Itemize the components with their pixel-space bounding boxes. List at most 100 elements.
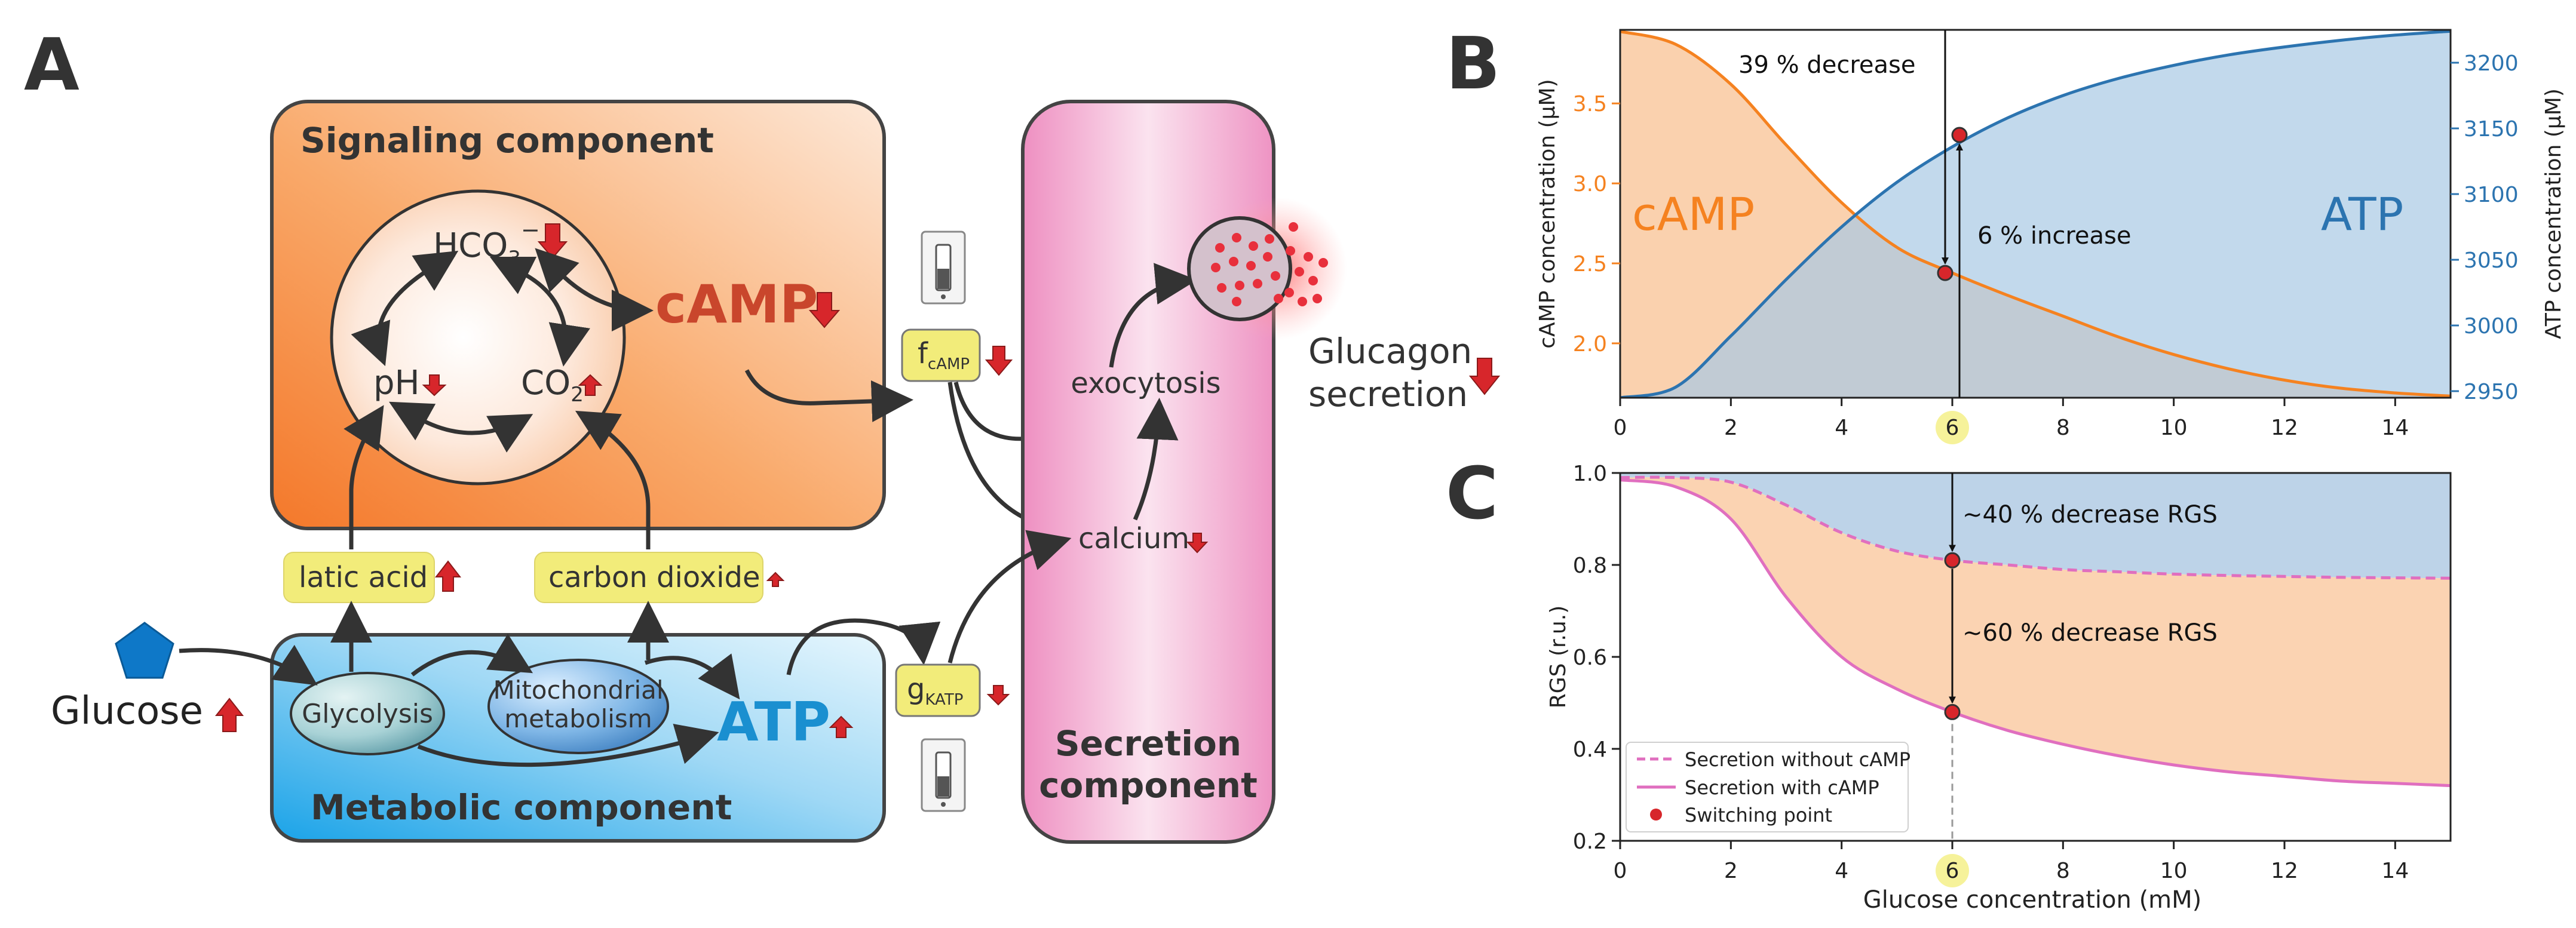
- switching-point-without: [1944, 552, 1961, 569]
- vesicle-granule: [1232, 297, 1241, 306]
- co2-label: CO2: [521, 364, 603, 407]
- vesicle-granule: [1253, 279, 1262, 288]
- legend-with-label: Secretion with cAMP: [1685, 776, 1879, 799]
- with-camp-line: [1620, 478, 2451, 788]
- panel-b-frame: [1619, 29, 2452, 399]
- down-arrow-icon: [1468, 358, 1501, 395]
- arrow-camp-fcamp: [744, 369, 913, 422]
- arrow-calcium-exocytosis: [1133, 398, 1179, 521]
- panel-c-xlabel: Glucose concentration (mM): [1863, 886, 2202, 914]
- svg-text:ATP: ATP: [717, 691, 830, 754]
- svg-text:Glucose: Glucose: [51, 689, 203, 733]
- gap-area-top: [1620, 473, 2451, 579]
- svg-text:HCO3: HCO3: [433, 226, 521, 271]
- camp-label: cAMP: [655, 274, 841, 335]
- latic-acid-box: latic acid: [283, 552, 462, 603]
- y-left-tick-label: 2.5: [1573, 252, 1607, 276]
- vesicle-granule: [1289, 222, 1298, 232]
- vesicle-granule: [1295, 267, 1304, 276]
- x-tick-highlight: [1936, 411, 1969, 444]
- atp-switching-point: [1951, 127, 1968, 143]
- cycle-arrow-ph-co2: [389, 401, 533, 453]
- x-tick-label: 4: [1835, 416, 1848, 440]
- legend-switch-dot: [1650, 809, 1662, 821]
- signaling-component-title: Signaling component: [300, 120, 714, 161]
- svg-text:pH: pH: [373, 364, 420, 402]
- ph-label: pH: [373, 364, 447, 402]
- arrow-latic-ph: [344, 405, 384, 549]
- legend-switch-label: Switching point: [1685, 804, 1832, 826]
- y-right-tick-label: 3100: [2464, 183, 2519, 207]
- glycolysis-label: Glycolysis: [302, 699, 433, 729]
- vesicle-granule: [1274, 294, 1283, 303]
- x-tick-label: 10: [2160, 859, 2188, 883]
- panel-c-legend: Secretion without cAMP Secretion with cA…: [1626, 742, 1910, 832]
- glucose-label: Glucose: [51, 689, 244, 733]
- panel-c-ylabel: RGS (r.u.): [1546, 606, 1571, 709]
- vesicle-granule: [1215, 243, 1225, 253]
- mito-label-line1: Mitochondrial: [493, 675, 663, 705]
- vesicle-granules: [1211, 222, 1328, 306]
- x-tick-label: 8: [2056, 859, 2070, 883]
- up-arrow-icon: [766, 571, 785, 587]
- x-tick-label: 10: [2160, 416, 2188, 440]
- svg-text:latic acid: latic acid: [299, 561, 428, 594]
- mito-label-line2: metabolism: [504, 704, 652, 733]
- atp-label: ATP: [717, 691, 854, 754]
- vesicle-granule: [1265, 234, 1274, 244]
- panel-b-camp-label: cAMP: [1632, 188, 1755, 241]
- without-camp-line: [1620, 475, 2451, 580]
- y-tick-label: 0.4: [1573, 738, 1607, 762]
- secretion-title-line1: Secretion: [1055, 723, 1241, 764]
- x-tick-label: 14: [2381, 859, 2409, 883]
- vesicle-granule: [1304, 252, 1313, 262]
- vesicle-icon: [1187, 216, 1292, 321]
- panel-b-ylabel-right: ATP concentration (μM): [2541, 88, 2566, 339]
- arrow-mito-atp: [644, 653, 740, 700]
- vesicle-granule: [1284, 288, 1294, 297]
- y-tick-label: 0.8: [1573, 554, 1607, 578]
- x-tick-label: 4: [1835, 859, 1848, 883]
- up-arrow-icon: [434, 560, 462, 592]
- panel-a: A Signaling component HCO3 − pH CO2 cAMP: [24, 24, 1501, 844]
- vesicle-granule: [1298, 297, 1307, 306]
- svg-text:−: −: [521, 217, 540, 243]
- svg-text:gKATP: gKATP: [907, 672, 963, 709]
- vesicle-granule: [1249, 241, 1258, 251]
- legend-without-label: Secretion without cAMP: [1685, 748, 1910, 771]
- arrow-hco3-camp: [535, 248, 654, 331]
- y-right-tick-label: 3000: [2464, 314, 2519, 339]
- gkatp-box: gKATP: [895, 663, 1010, 717]
- panel-a-letter: A: [24, 24, 79, 107]
- gap-area-between: [1620, 477, 2451, 786]
- switching-point-with: [1944, 703, 1961, 720]
- x-tick-label: 0: [1614, 416, 1627, 440]
- up-arrow-icon: [578, 374, 603, 396]
- panel-b-ylabel-left: cAMP concentration (μM): [1535, 79, 1560, 348]
- metabolic-component-title: Metabolic component: [311, 787, 732, 828]
- gkatp-switch-icon: [921, 738, 966, 812]
- carbon-dioxide-box: carbon dioxide: [534, 552, 785, 603]
- secretion-title-line2: component: [1039, 765, 1258, 806]
- panel-c-letter: C: [1446, 453, 1498, 536]
- vesicle-granule: [1286, 246, 1295, 256]
- glucose-pentagon-icon: [115, 622, 174, 679]
- glycolysis-node: [290, 672, 445, 755]
- panel-b-increase-annotation: 6 % increase: [1977, 222, 2131, 250]
- x-tick-label: 2: [1724, 859, 1738, 883]
- exocytosis-label: exocytosis: [1071, 367, 1220, 400]
- arrow-glycolysis-atp: [417, 723, 719, 767]
- y-right-tick-label: 3150: [2464, 117, 2519, 142]
- y-left-tick-label: 3.0: [1573, 172, 1607, 196]
- vesicle-granule: [1217, 283, 1226, 293]
- x-tick-label: 12: [2271, 859, 2298, 883]
- x-tick-label: 6: [1946, 416, 1959, 440]
- svg-text:secretion: secretion: [1308, 374, 1468, 414]
- vesicle-granule: [1308, 276, 1318, 285]
- svg-text:calcium: calcium: [1078, 522, 1189, 555]
- down-arrow-icon: [985, 346, 1013, 376]
- vesicle-granule: [1235, 281, 1244, 290]
- svg-text:carbon dioxide: carbon dioxide: [548, 561, 760, 594]
- down-arrow-icon: [808, 292, 841, 328]
